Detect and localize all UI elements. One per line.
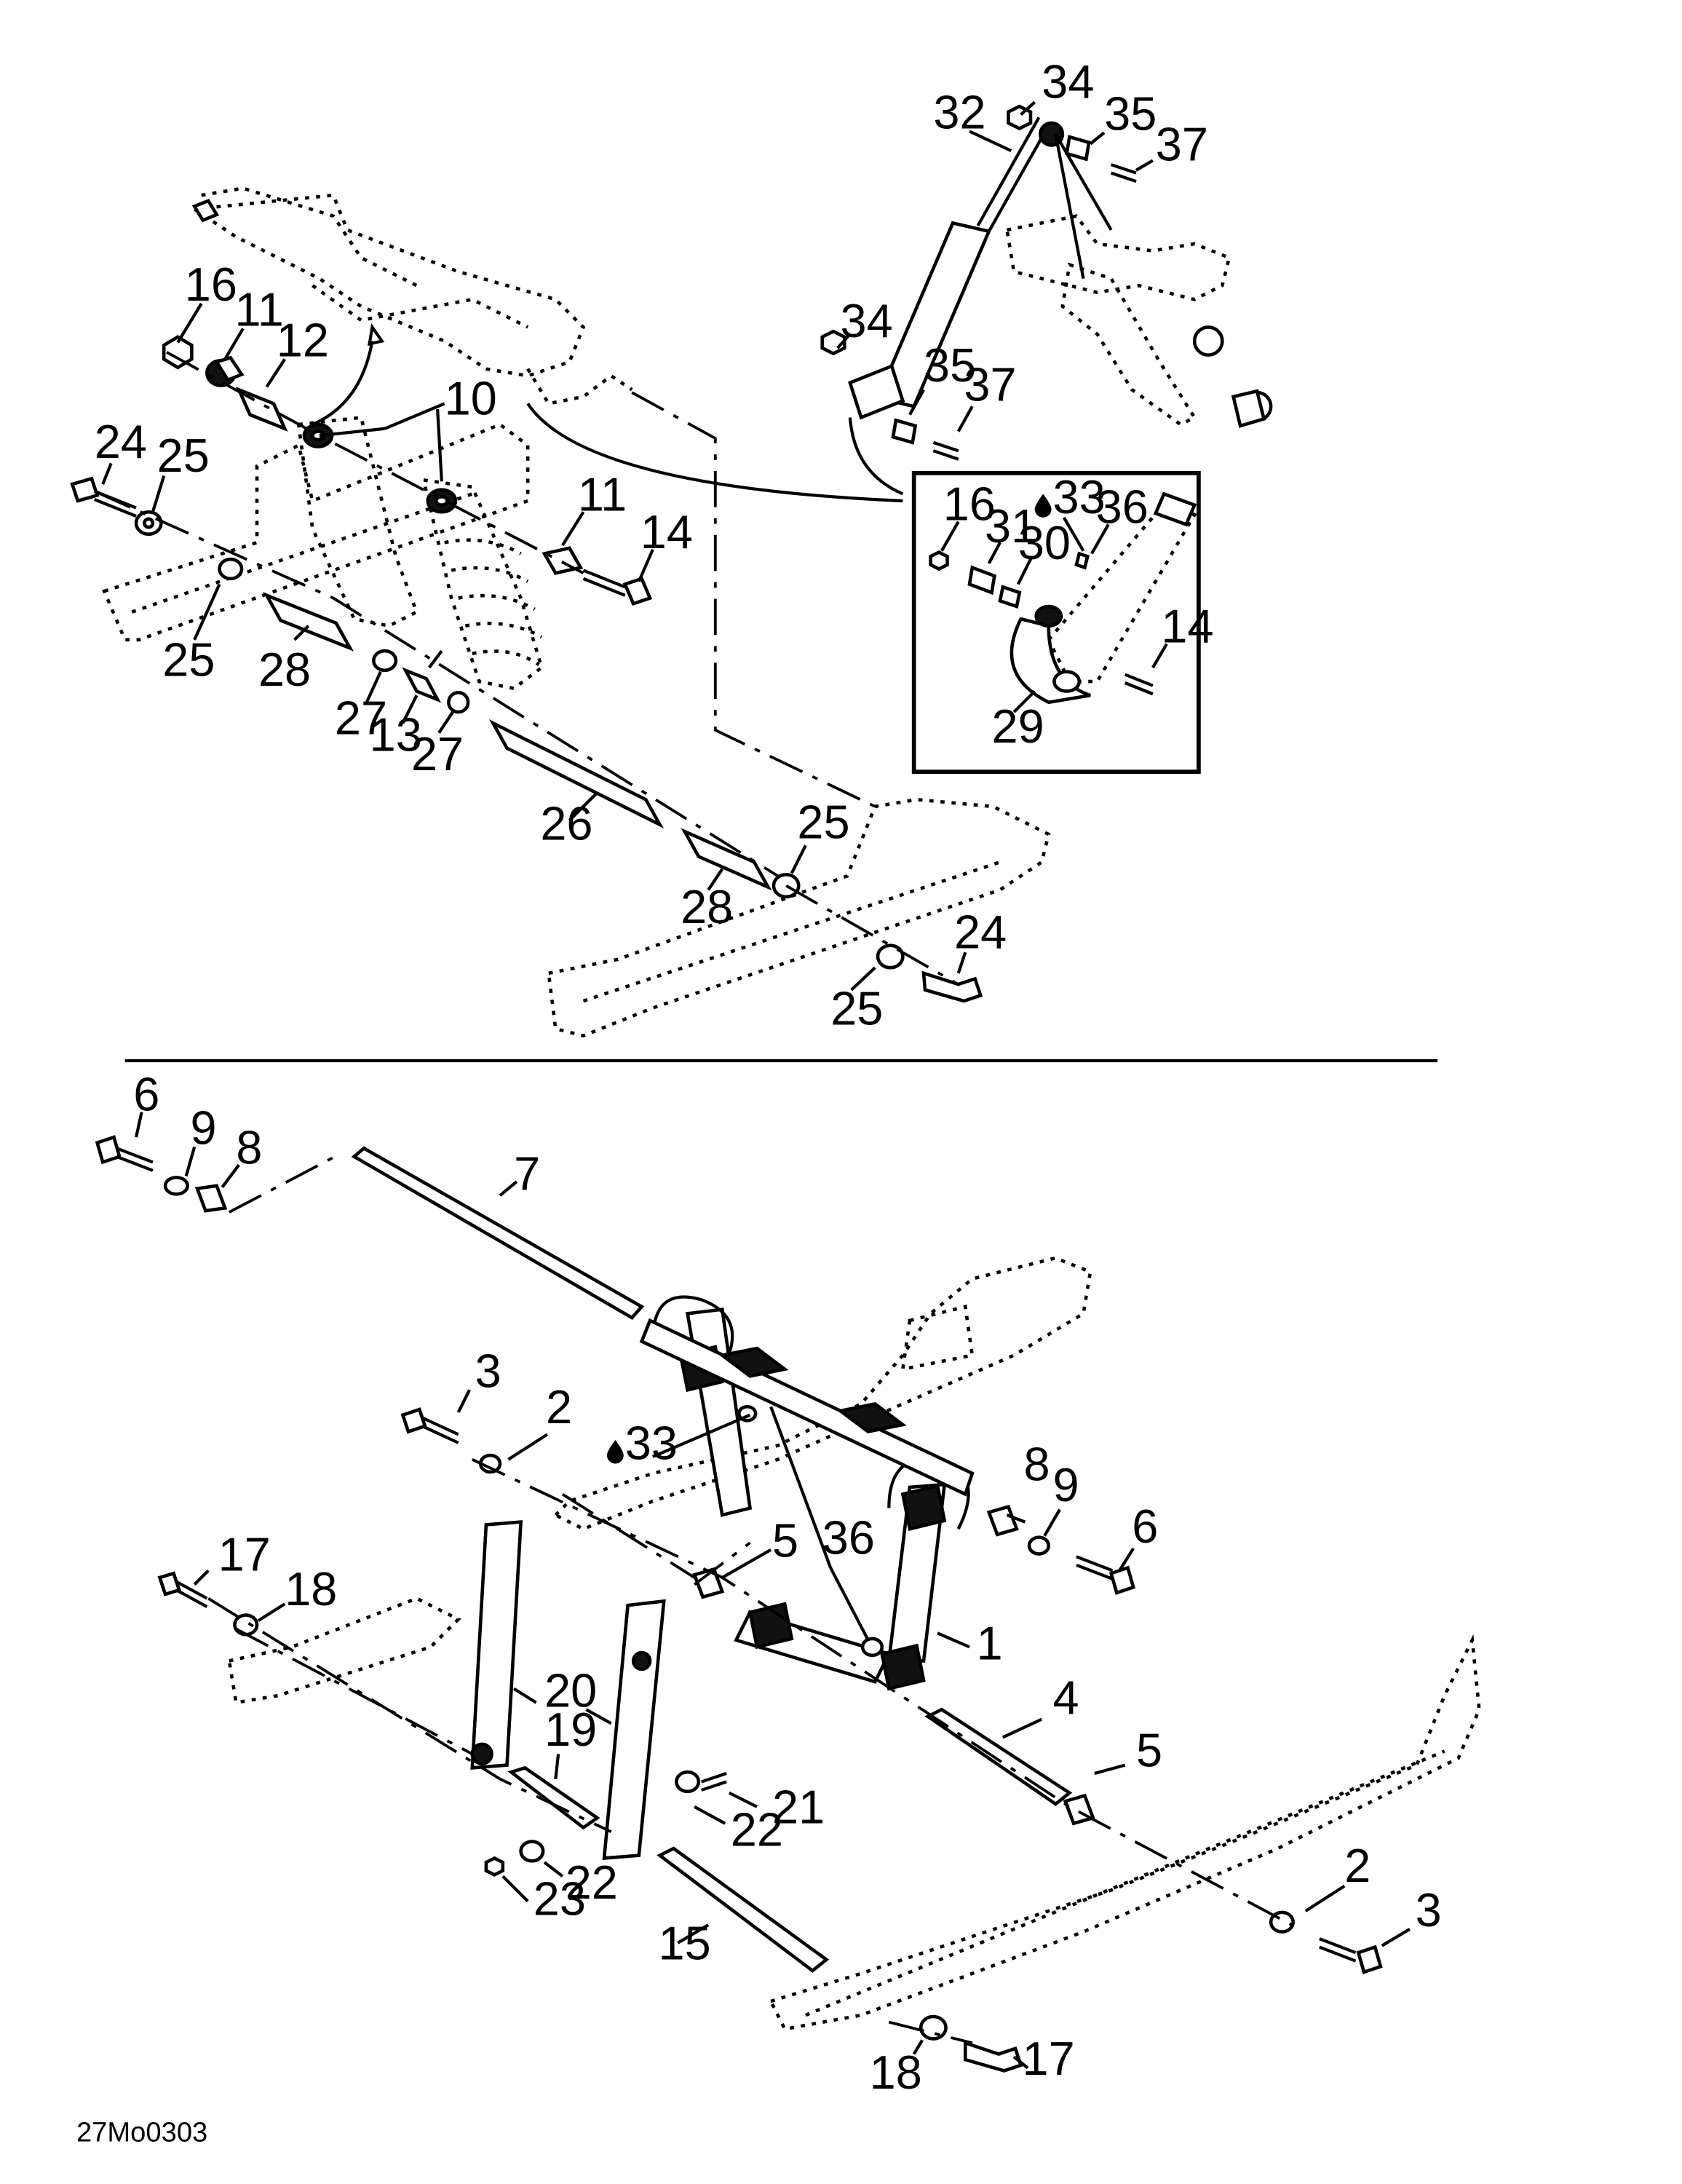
callout-21: 21: [772, 1781, 825, 1834]
rear-suspension-arm: [639, 1295, 975, 1691]
callout-27: 27: [411, 727, 464, 780]
callout-12: 12: [277, 314, 329, 367]
callout-24: 24: [95, 415, 147, 468]
callout-25: 25: [830, 981, 883, 1034]
callout-35: 35: [1104, 87, 1157, 140]
oil-33: 33: [1053, 470, 1106, 523]
lower-right-slide-rail: [768, 1634, 1481, 2031]
callout-7: 7: [514, 1147, 540, 1200]
callout-18: 18: [285, 1562, 337, 1615]
callout-14: 14: [1161, 600, 1213, 653]
callout-11: 11: [578, 467, 627, 521]
callout-1: 1: [977, 1617, 1003, 1670]
lower-leader-lines: [134, 1112, 1411, 2070]
callout-22: 22: [566, 1856, 618, 1909]
callout-2: 2: [546, 1380, 572, 1433]
upper-leader-lines: [96, 302, 967, 992]
callout-34: 34: [841, 294, 893, 347]
callout-37: 37: [964, 358, 1016, 411]
callout-25: 25: [162, 633, 215, 686]
callout-5: 5: [1136, 1723, 1162, 1776]
callout-9: 9: [190, 1101, 216, 1155]
shock-mount-inset: [911, 470, 1201, 774]
callout-6: 6: [1132, 1500, 1158, 1553]
callout-20: 20: [544, 1663, 597, 1717]
callout-16: 16: [185, 258, 237, 311]
callout-17: 17: [218, 1527, 271, 1580]
callout-35: 35: [924, 339, 976, 392]
upper-hardware: [70, 335, 983, 1003]
callout-26: 26: [540, 797, 592, 850]
callout-15: 15: [659, 1917, 711, 1970]
oil-drop-icon: [1034, 494, 1052, 518]
callout-2: 2: [1344, 1839, 1370, 1892]
callout-25: 25: [157, 429, 210, 482]
callout-11: 11: [235, 283, 284, 336]
lower-hardware: [95, 1135, 1383, 2073]
callout-labels: 34 32 35 37 16 11 12 34 35 37 10 24 25 1…: [76, 55, 1442, 2148]
callout-5: 5: [772, 1514, 798, 1567]
upper-left-slide-rail: [102, 422, 530, 642]
callout-30: 30: [1018, 516, 1071, 569]
rear-shock-detail: [820, 100, 1273, 496]
callout-29: 29: [992, 700, 1044, 753]
callout-27: 27: [335, 692, 387, 745]
callout-3: 3: [475, 1345, 501, 1398]
callout-23: 23: [533, 1872, 586, 1926]
callout-6: 6: [133, 1068, 159, 1121]
cross-shaft: [351, 1146, 645, 1321]
callout-4: 4: [1053, 1671, 1079, 1724]
callout-25: 25: [797, 796, 849, 849]
callout-3: 3: [1416, 1883, 1442, 1936]
callout-36: 36: [822, 1511, 875, 1564]
callout-34: 34: [1042, 55, 1094, 108]
callout-37: 37: [1156, 117, 1208, 170]
callout-13: 13: [370, 708, 422, 761]
callout-24: 24: [954, 905, 1007, 958]
callout-9: 9: [1053, 1458, 1079, 1511]
oil-33: 33: [625, 1417, 678, 1470]
callout-18: 18: [870, 2046, 922, 2099]
callout-14: 14: [640, 505, 693, 558]
callout-32: 32: [933, 86, 985, 139]
callout-28: 28: [681, 880, 733, 933]
callout-17: 17: [1023, 2032, 1075, 2085]
callout-16: 16: [943, 478, 996, 531]
callout-36: 36: [1096, 480, 1149, 534]
callout-28: 28: [258, 643, 311, 696]
callout-22: 22: [731, 1803, 783, 1856]
figure-code: 27Mo0303: [76, 2117, 207, 2148]
callout-8: 8: [236, 1120, 262, 1174]
callout-19: 19: [544, 1703, 597, 1756]
oil-drop-icon: [606, 1440, 624, 1464]
callout-31: 31: [985, 499, 1037, 553]
callout-8: 8: [1023, 1437, 1050, 1490]
callout-10: 10: [445, 372, 497, 425]
upper-suspension-arm: [189, 186, 633, 405]
upper-right-slide-rail: [547, 797, 1051, 1038]
